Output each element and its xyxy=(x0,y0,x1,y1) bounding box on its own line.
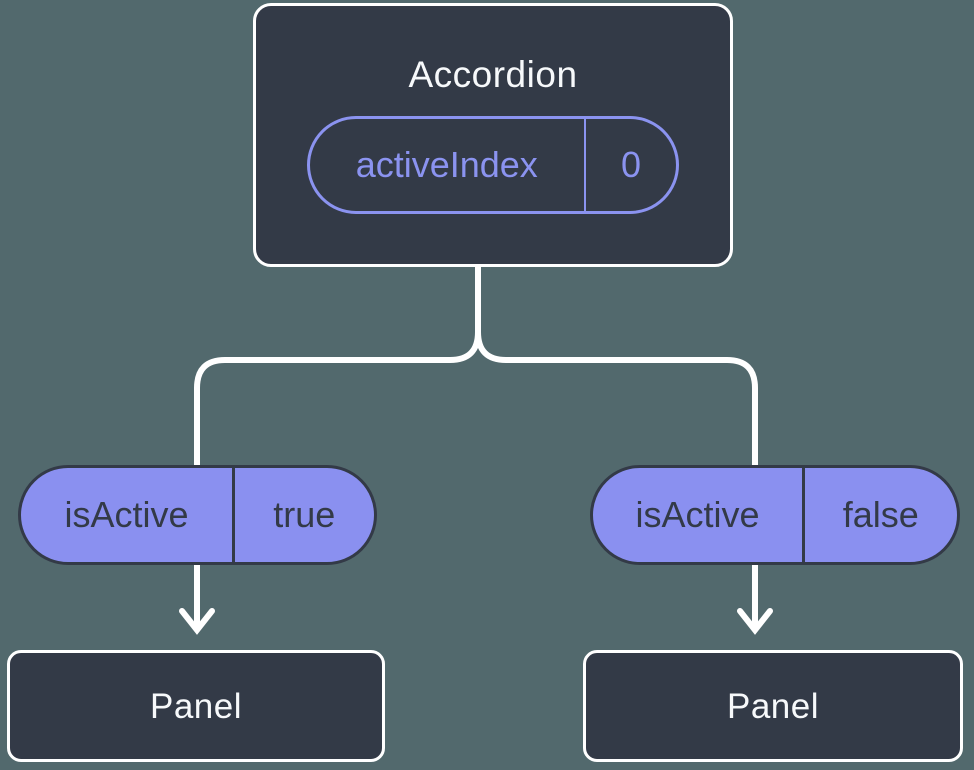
accordion-node-title: Accordion xyxy=(408,54,578,95)
connector-root-to-left-pill xyxy=(194,264,481,470)
state-pill: activeIndex 0 xyxy=(307,116,679,214)
state-name: activeIndex xyxy=(355,144,538,185)
panel-node-title: Panel xyxy=(149,686,243,726)
prop-value-right: false xyxy=(842,494,919,535)
pill-divider xyxy=(802,468,805,562)
panel-node-title: Panel xyxy=(726,686,820,726)
pill-divider xyxy=(583,119,586,211)
prop-value-left: true xyxy=(273,494,336,535)
panel-node-left: Panel xyxy=(7,650,385,762)
arrow-down-left-icon xyxy=(179,561,215,635)
panel-node-right: Panel xyxy=(583,650,963,762)
connector-root-to-right-pill xyxy=(475,264,758,470)
accordion-node: Accordion activeIndex 0 xyxy=(253,3,733,267)
pill-divider xyxy=(232,468,235,562)
prop-pill-left: isActive true xyxy=(18,465,377,565)
state-value: 0 xyxy=(620,144,642,185)
prop-pill-right: isActive false xyxy=(590,465,960,565)
prop-name-left: isActive xyxy=(64,494,189,535)
prop-name-right: isActive xyxy=(635,494,760,535)
arrow-down-right-icon xyxy=(737,561,773,635)
